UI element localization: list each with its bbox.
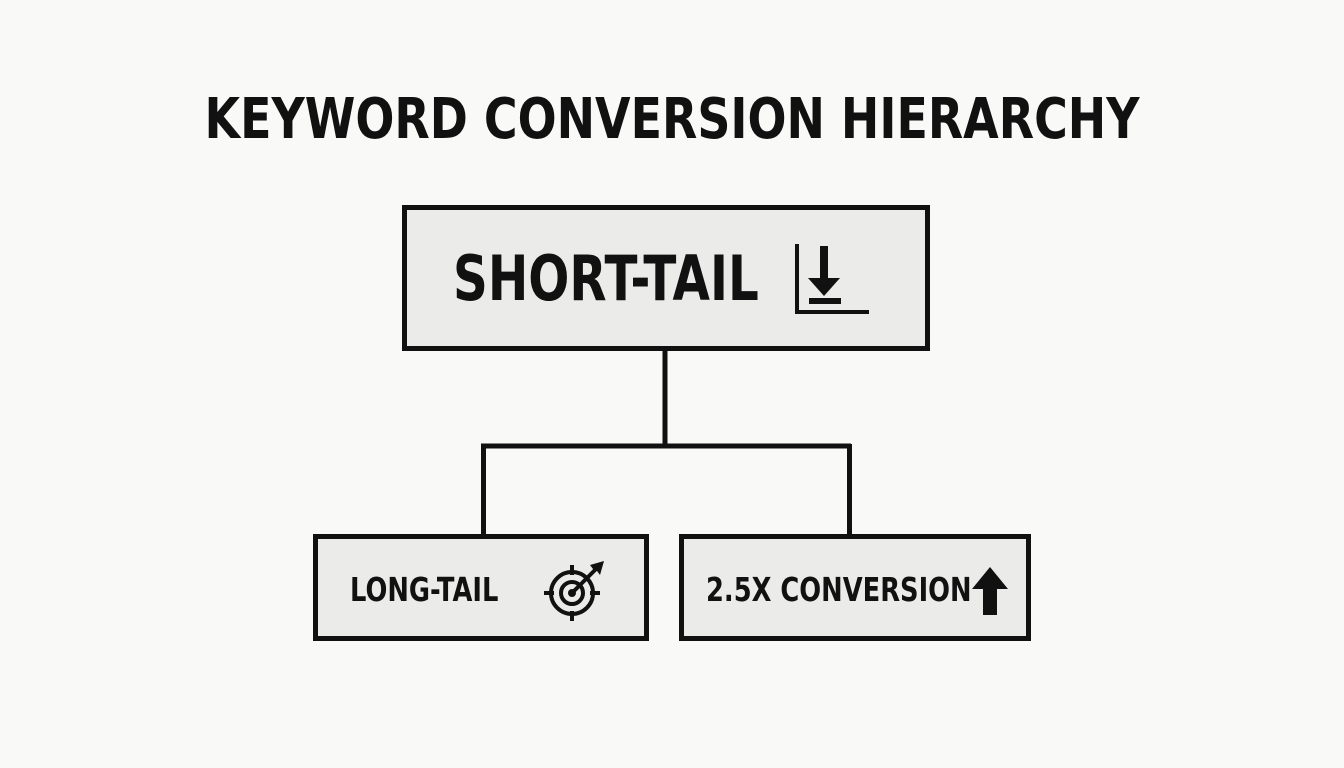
short-tail-label: SHORT-TAIL	[453, 242, 759, 315]
short-tail-node: SHORT-TAIL	[402, 205, 930, 351]
long-tail-label: LONG-TAIL	[350, 570, 499, 609]
conversion-node: 2.5X CONVERSION	[679, 534, 1031, 641]
target-icon	[544, 561, 604, 621]
diagram-title: KEYWORD CONVERSION HIERARCHY	[204, 87, 1140, 152]
long-tail-node: LONG-TAIL	[313, 534, 649, 641]
arrow-up-icon	[972, 567, 1008, 615]
conversion-label: 2.5X CONVERSION	[706, 570, 972, 609]
arrow-down-to-baseline-icon	[795, 244, 869, 314]
